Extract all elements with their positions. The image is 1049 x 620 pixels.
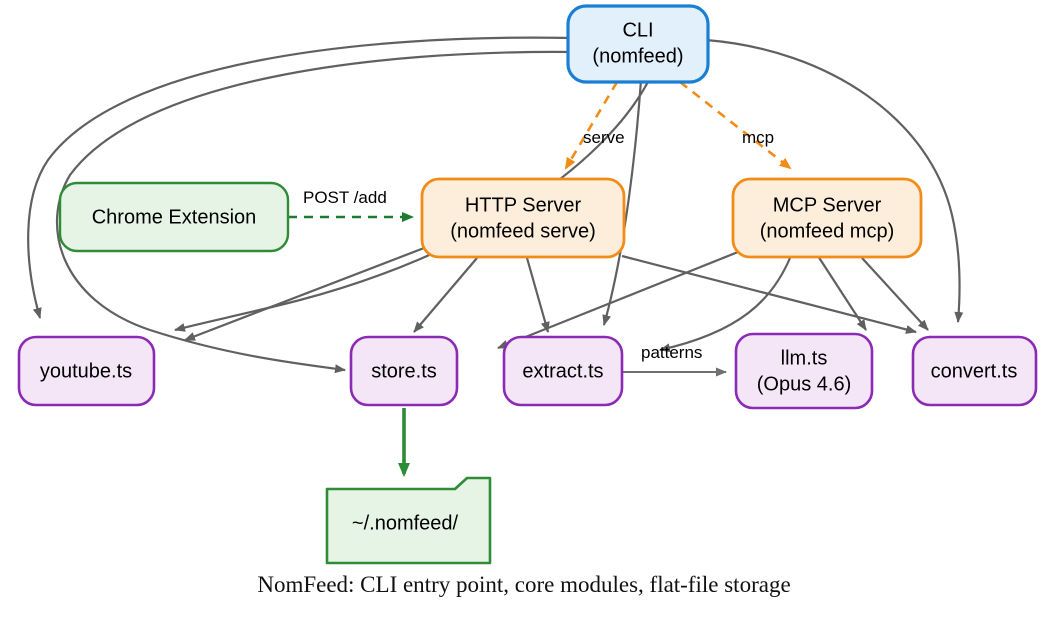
node-mcp-server[interactable]: MCP Server (nomfeed mcp) <box>731 177 923 259</box>
node-chrome-extension-label: Chrome Extension <box>92 206 257 228</box>
edge-http-to-extract <box>525 257 550 333</box>
node-llm-ts-label-1: llm.ts <box>781 347 828 369</box>
edge-http-to-store <box>413 257 478 333</box>
node-store-ts-label: store.ts <box>371 360 437 382</box>
edge-cli-serve-http <box>564 81 619 170</box>
node-extract-ts-label: extract.ts <box>522 360 603 382</box>
diagram-caption: NomFeed: CLI entry point, core modules, … <box>257 572 790 597</box>
edge-cli-to-youtube <box>27 36 573 319</box>
node-http-server-label-1: HTTP Server <box>465 194 582 216</box>
edge-mcp-to-extract-curve <box>659 257 792 353</box>
node-http-server-label-2: (nomfeed serve) <box>450 220 596 242</box>
edge-label-patterns: patterns <box>641 343 702 362</box>
node-llm-ts-label-2: (Opus 4.6) <box>757 373 851 395</box>
edge-cli-mcp-mcpserver <box>679 80 792 170</box>
node-chrome-extension[interactable]: Chrome Extension <box>58 181 290 253</box>
node-mcp-server-label-2: (nomfeed mcp) <box>760 220 895 242</box>
node-storage-folder-label: ~/.nomfeed/ <box>352 512 459 534</box>
edge-label-post-add: POST /add <box>303 188 387 207</box>
edge-cli-to-extract <box>602 79 643 326</box>
node-extract-ts[interactable]: extract.ts <box>502 335 624 407</box>
edge-cli-to-youtube-alt <box>174 81 649 332</box>
node-storage-folder[interactable]: ~/.nomfeed/ <box>325 476 492 565</box>
node-cli-label-1: CLI <box>622 19 653 41</box>
node-cli[interactable]: CLI (nomfeed) <box>566 4 710 84</box>
node-youtube-ts-label: youtube.ts <box>40 360 132 382</box>
edge-label-serve: serve <box>583 128 625 147</box>
edge-mcp-to-extract <box>817 255 867 331</box>
node-convert-ts[interactable]: convert.ts <box>911 335 1038 407</box>
node-http-server[interactable]: HTTP Server (nomfeed serve) <box>420 177 626 259</box>
edge-mcp-to-convert <box>861 257 929 331</box>
node-llm-ts[interactable]: llm.ts (Opus 4.6) <box>734 332 874 410</box>
edge-label-mcp: mcp <box>742 128 774 147</box>
edge-http-to-youtube <box>184 246 425 342</box>
node-mcp-server-label-1: MCP Server <box>773 194 882 216</box>
node-youtube-ts[interactable]: youtube.ts <box>17 335 156 407</box>
edge-mcp-to-store <box>497 250 739 350</box>
node-convert-ts-label: convert.ts <box>931 360 1018 382</box>
node-store-ts[interactable]: store.ts <box>349 335 459 407</box>
edge-cli-to-store <box>56 50 575 374</box>
node-cli-label-2: (nomfeed) <box>592 45 683 67</box>
edge-cli-to-convert <box>705 38 964 323</box>
